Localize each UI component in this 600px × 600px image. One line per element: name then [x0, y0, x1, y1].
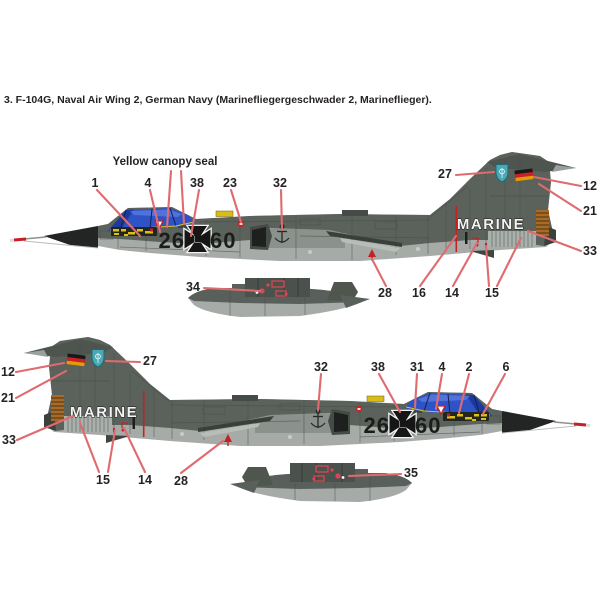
callout-label: 28 [174, 473, 188, 488]
leader-lines-top [95, 169, 583, 293]
callout-label: 32 [273, 175, 287, 190]
callout-label: 15 [96, 472, 110, 487]
callout-label: 32 [314, 359, 328, 374]
callout-label: 27 [143, 353, 157, 368]
callout-label: 38 [190, 175, 204, 190]
marine-title: MARINE [70, 404, 138, 421]
callout-label: 16 [412, 285, 426, 300]
callout-label: 12 [583, 178, 597, 193]
callout-label: 4 [438, 359, 446, 374]
aircraft-top-view: 26 60 MARINE [8, 150, 583, 319]
marine-title: MARINE [457, 216, 525, 233]
callout-label: 15 [485, 285, 499, 300]
callout-label: 14 [445, 285, 459, 300]
page-title: 3. F-104G, Naval Air Wing 2, German Navy… [4, 94, 432, 106]
callout-label: 34 [186, 279, 200, 294]
code-left: 26 [159, 228, 185, 253]
callout-label: 12 [1, 364, 15, 379]
code-right: 60 [415, 413, 441, 438]
callout-label: 27 [438, 166, 452, 181]
code-right: 60 [210, 228, 236, 253]
leader-lines-bottom [14, 359, 507, 478]
callout-label: 6 [502, 359, 510, 374]
callout-label: 35 [404, 465, 418, 480]
callout-label: 21 [583, 203, 597, 218]
callout-label: 38 [371, 359, 385, 374]
canopy-seal-label: Yellow canopy seal [112, 156, 218, 168]
callout-label: 21 [1, 390, 15, 405]
callout-label: 33 [583, 243, 597, 258]
callout-label: 33 [2, 432, 16, 447]
callout-label: 2 [465, 359, 473, 374]
callout-label: 31 [410, 359, 424, 374]
callout-label: 1 [91, 175, 99, 190]
callout-label: 14 [138, 472, 152, 487]
tactical-code: 26 60 [159, 224, 236, 254]
code-left: 26 [364, 413, 390, 438]
tactical-code: 26 60 [364, 409, 441, 439]
callout-label: 28 [378, 285, 392, 300]
callout-label: 23 [223, 175, 237, 190]
callout-label: 4 [144, 175, 152, 190]
aircraft-bottom-view: 26 60 MARINE [14, 335, 592, 504]
